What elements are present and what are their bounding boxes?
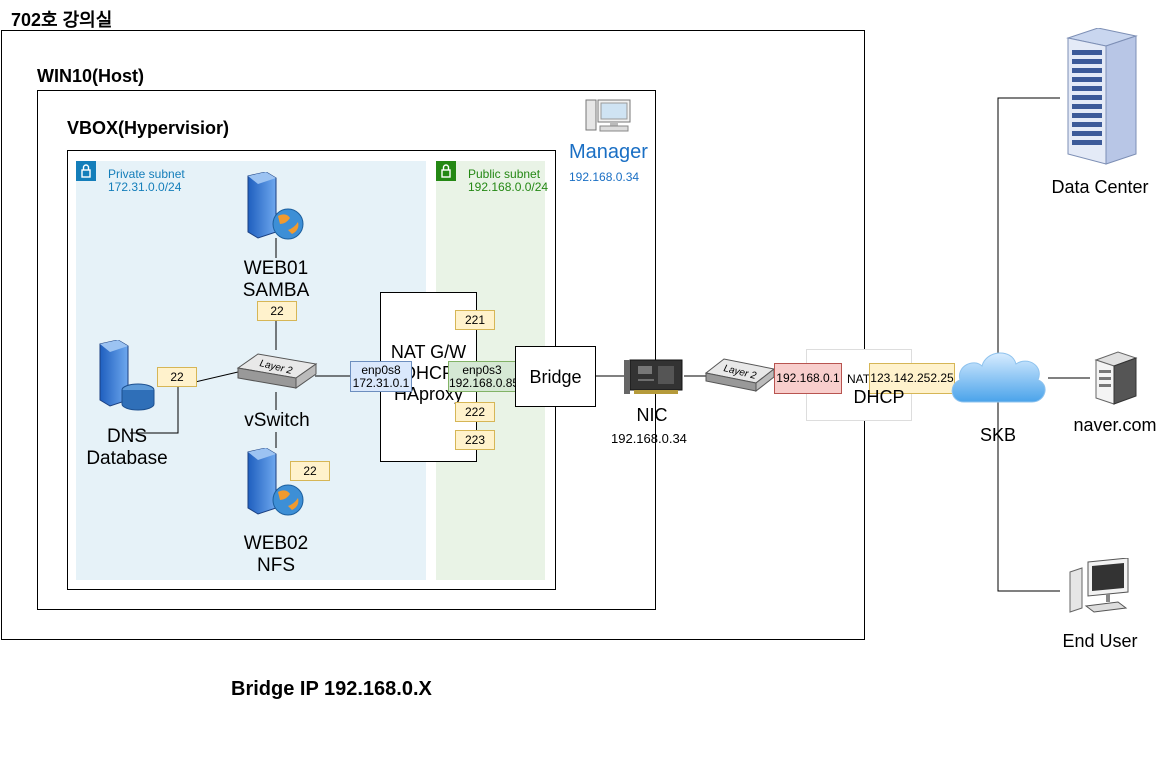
- end-user-label: End User: [1062, 631, 1138, 651]
- room-title: 702호 강의실: [11, 10, 113, 30]
- nic-ip: 192.168.0.34: [611, 431, 687, 446]
- vswitch-label: vSwitch: [244, 410, 310, 431]
- bridge-label: Bridge: [529, 367, 582, 387]
- cloud-icon: [946, 344, 1050, 415]
- router-dhcp-label: DHCP: [853, 387, 905, 407]
- router-nat-label: NAT: [847, 372, 871, 386]
- router-lan-ip: 192.168.0.1: [774, 363, 842, 394]
- layer2-switch-icon: Layer 2: [704, 355, 776, 400]
- manager-ip: 192.168.0.34: [569, 170, 640, 184]
- dns-port: 22: [157, 367, 197, 387]
- bridge-box: [515, 346, 596, 407]
- workstation-icon: [1062, 557, 1134, 627]
- naver-label: naver.com: [1073, 415, 1157, 435]
- web01-port: 22: [257, 301, 297, 321]
- skb-label: SKB: [979, 425, 1017, 445]
- datacenter-rack-icon: [1062, 27, 1140, 171]
- server-tower-icon: [1090, 350, 1142, 411]
- database-server-icon: [96, 339, 160, 417]
- lock-icon: [76, 161, 96, 181]
- nat-port-223: 223: [455, 430, 495, 450]
- lock-icon: [436, 161, 456, 181]
- nat-port-221: 221: [455, 310, 495, 330]
- desktop-computer-icon: [584, 98, 632, 139]
- nat-port-222: 222: [455, 402, 495, 422]
- router-wan-ip: 123.142.252.25: [869, 363, 955, 394]
- bridge-ip-note: Bridge IP 192.168.0.X: [231, 678, 432, 700]
- web-server-icon: [244, 171, 308, 249]
- nic-card-icon: [624, 356, 686, 401]
- web02-port: 22: [290, 461, 330, 481]
- manager-name: Manager: [569, 141, 648, 163]
- datacenter-label: Data Center: [1051, 177, 1149, 197]
- layer2-switch-icon: Layer 2: [236, 350, 318, 397]
- host-title: WIN10(Host): [37, 66, 144, 86]
- web-server-icon: [244, 447, 308, 525]
- nic-label: NIC: [636, 405, 668, 425]
- hypervisor-title: VBOX(Hypervisior): [67, 118, 230, 138]
